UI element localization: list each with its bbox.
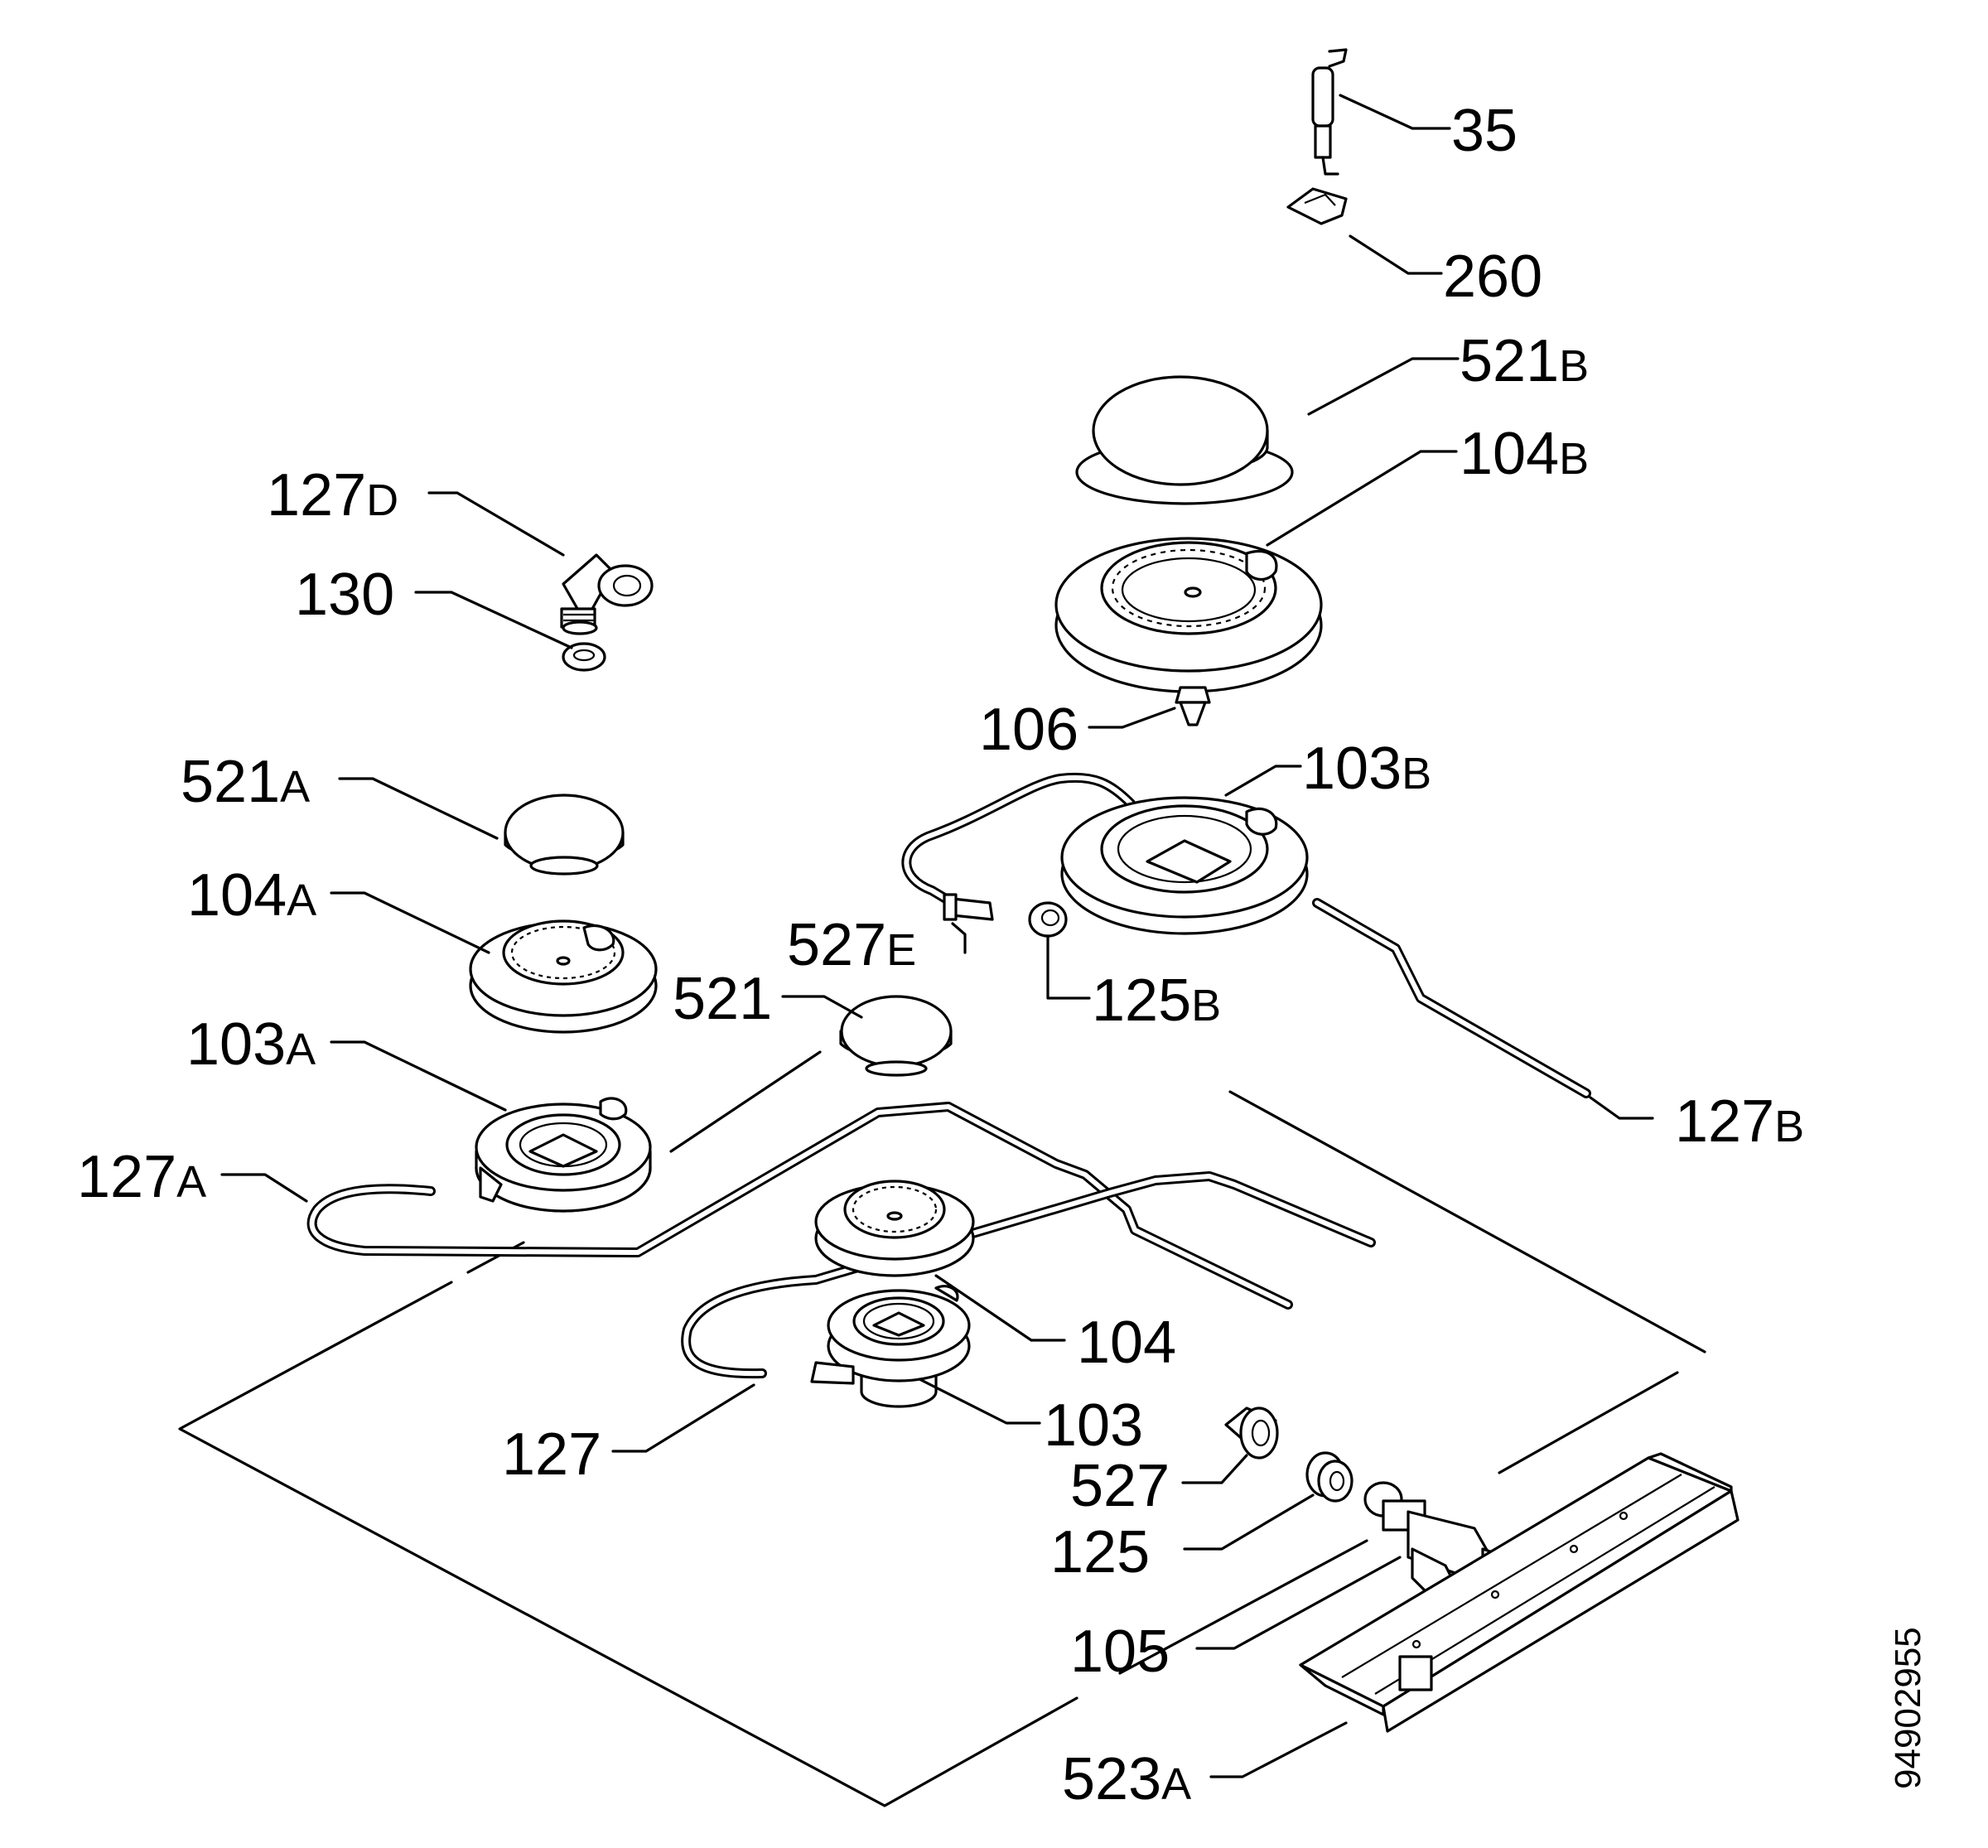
burner-crown-104 bbox=[814, 1180, 975, 1277]
burner-cup-103 bbox=[810, 1285, 971, 1408]
burner-cap-521b bbox=[1075, 375, 1294, 505]
burner-cap-521a bbox=[504, 794, 625, 876]
label-104: 104 bbox=[1077, 1310, 1176, 1376]
hob-plate-outline bbox=[178, 1090, 1706, 1807]
burner-crown-104a bbox=[469, 919, 658, 1034]
label-127a: 127A bbox=[77, 1144, 206, 1210]
label-127b: 127B bbox=[1675, 1088, 1804, 1155]
label-125b: 125B bbox=[1092, 967, 1221, 1034]
burner-crown-104b bbox=[1054, 537, 1323, 693]
burner-cup-103a bbox=[475, 1097, 652, 1213]
pipe-127 bbox=[681, 1171, 1376, 1379]
label-106: 106 bbox=[979, 697, 1078, 763]
label-35: 35 bbox=[1451, 98, 1518, 164]
injector-106 bbox=[1175, 686, 1211, 726]
burner-cup-103b bbox=[1060, 796, 1309, 935]
label-103a: 103A bbox=[186, 1011, 316, 1078]
label-521: 521 bbox=[673, 966, 772, 1032]
document-id: 94902955 bbox=[1888, 1627, 1928, 1789]
label-103: 103 bbox=[1044, 1392, 1143, 1459]
label-527: 527 bbox=[1070, 1453, 1170, 1519]
bracket-523a bbox=[1299, 1452, 1740, 1733]
label-527e: 527E bbox=[787, 912, 916, 978]
label-104a: 104A bbox=[187, 862, 316, 929]
label-127d: 127D bbox=[267, 462, 398, 528]
label-521a: 521A bbox=[181, 749, 310, 815]
label-103b: 103B bbox=[1302, 736, 1431, 802]
sleeve-527 bbox=[1224, 1407, 1279, 1460]
label-125: 125 bbox=[1050, 1519, 1150, 1585]
burner-cap-521 bbox=[839, 995, 953, 1077]
label-104b: 104B bbox=[1460, 421, 1589, 487]
thermocouple-35 bbox=[1311, 48, 1348, 176]
clip-260 bbox=[1286, 187, 1348, 225]
label-105: 105 bbox=[1070, 1619, 1170, 1685]
nut-125b bbox=[1028, 901, 1068, 938]
label-523a: 523A bbox=[1062, 1746, 1191, 1812]
pilot-527e bbox=[943, 893, 994, 921]
pipe-127a bbox=[306, 1102, 1293, 1310]
elbow-127d bbox=[560, 553, 654, 635]
label-130: 130 bbox=[295, 562, 394, 628]
label-521b: 521B bbox=[1460, 328, 1589, 394]
label-260: 260 bbox=[1443, 244, 1542, 310]
washer-130 bbox=[562, 642, 606, 672]
part-labels: 35 260 521B 104B 127D 130 106 103B 521A … bbox=[77, 98, 1804, 1812]
label-127: 127 bbox=[502, 1421, 601, 1488]
nut-125 bbox=[1305, 1451, 1353, 1503]
leader-lines bbox=[220, 94, 1654, 1778]
gas-pipes bbox=[306, 553, 1591, 1379]
